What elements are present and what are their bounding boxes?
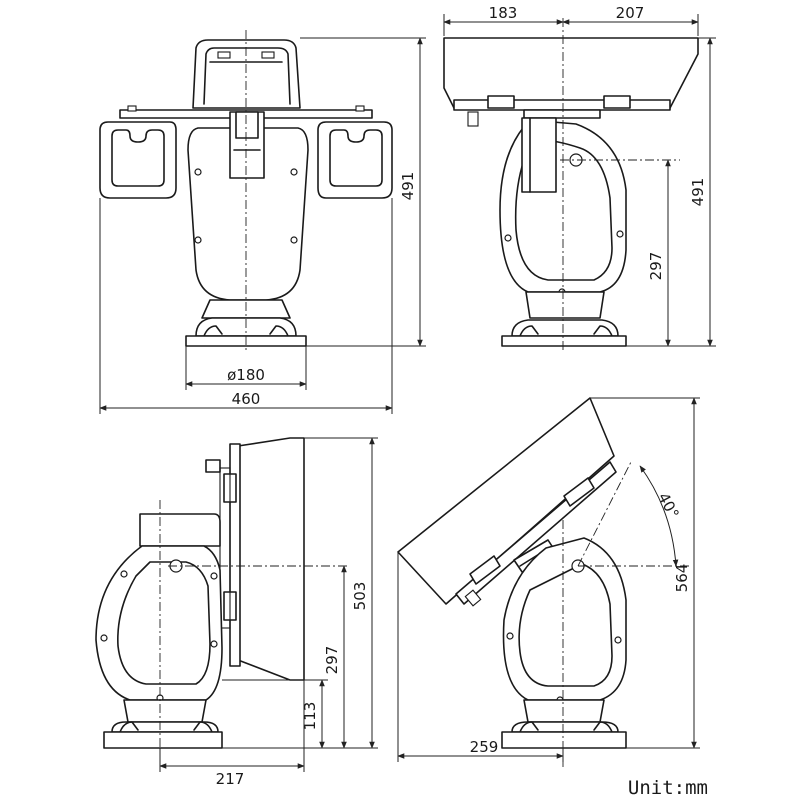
tilted-base-plate (501, 731, 627, 749)
side-view: 183 207 491 297 (443, 4, 716, 350)
unit-label: Unit:mm (628, 777, 708, 799)
front-right-lamp (317, 121, 393, 199)
side-base-plate (501, 335, 627, 347)
side-housing (443, 37, 699, 109)
dim-side-pivot-height: 297 (647, 252, 665, 281)
dim-front-width: 460 (232, 390, 261, 408)
profile-housing (237, 437, 305, 681)
tilted-view: 40° 564 259 (397, 397, 700, 770)
front-view: 491 ø180 460 (99, 30, 426, 414)
side-tilt-block (521, 117, 557, 193)
profile-base-plate (103, 731, 223, 749)
dim-profile-pivot-height: 297 (323, 646, 341, 675)
profile-view: 503 297 113 217 (95, 437, 378, 788)
dim-profile-height: 503 (351, 582, 369, 611)
dim-side-right-width: 207 (616, 4, 645, 22)
dim-front-height: 491 (399, 172, 417, 201)
dim-profile-base-height: 113 (301, 702, 319, 731)
front-housing-outline (192, 39, 301, 109)
dim-front-base-diameter: ø180 (227, 366, 265, 384)
profile-tilt-block (139, 513, 221, 547)
dim-side-height: 491 (689, 178, 707, 207)
dim-tilted-width: 259 (470, 738, 499, 756)
dim-profile-base-width: 217 (216, 770, 245, 788)
dim-tilted-angle: 40° (654, 490, 682, 522)
dim-side-left-width: 183 (489, 4, 518, 22)
dim-tilted-height: 564 (673, 564, 691, 593)
tilted-housing (397, 397, 615, 605)
front-left-lamp (99, 121, 177, 199)
